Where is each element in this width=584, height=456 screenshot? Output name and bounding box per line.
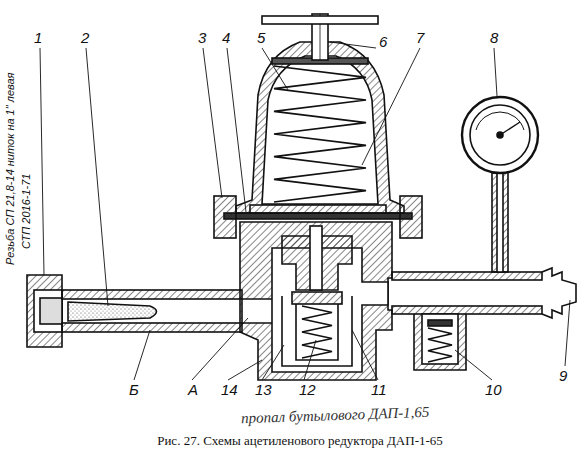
callout-number: 12 <box>298 382 317 399</box>
handle <box>262 16 378 24</box>
union-nut <box>214 196 236 238</box>
valve-spring <box>302 306 332 358</box>
callout-number: 7 <box>415 30 425 47</box>
pressure-gauge <box>462 97 538 173</box>
reducer-body <box>240 222 392 380</box>
callout-number: 3 <box>197 30 207 47</box>
leader-lines <box>40 42 570 380</box>
standard-note: СТП 2016-1-71 <box>20 173 32 250</box>
diaphragm <box>224 213 412 219</box>
callout-number: 10 <box>484 382 503 399</box>
thread-note: Резьба СП 21,8-14 ниток на 1" левая <box>4 72 16 267</box>
callout-number: 8 <box>489 30 499 47</box>
handwritten-note: пропал бутылового ДАП-1,65 <box>240 404 431 427</box>
hose-nipple <box>542 268 576 318</box>
inlet-nut <box>27 275 62 347</box>
callout-number: 11 <box>370 382 388 399</box>
callout-number: 9 <box>558 368 568 385</box>
callout-number: 1 <box>33 30 43 47</box>
spring-coil <box>428 328 452 362</box>
callout-number: 2 <box>80 30 90 47</box>
safety-spring <box>428 328 452 362</box>
callout-number: 14 <box>220 382 239 399</box>
spring-coil <box>274 66 366 202</box>
main-spring <box>274 66 366 202</box>
figure-caption: Рис. 27. Схемы ацетиленового редуктора Д… <box>156 434 444 448</box>
safety-valve <box>414 314 466 370</box>
valve-plug <box>292 292 342 304</box>
gauge-tube <box>492 172 508 272</box>
bonnet <box>236 42 404 213</box>
valve-cup <box>282 296 352 366</box>
callout-number: 4 <box>221 30 231 47</box>
callout-number: 5 <box>256 30 266 47</box>
drawing-lines <box>27 14 576 380</box>
spring-coil <box>302 306 332 358</box>
chamber-letter: А <box>187 382 199 399</box>
chamber-letter: Б <box>128 382 140 399</box>
inlet-pipe <box>62 290 242 299</box>
callout-number: 13 <box>254 382 273 399</box>
filter <box>68 302 157 321</box>
outlet-pipe <box>392 272 542 280</box>
callout-number: 6 <box>378 34 388 51</box>
